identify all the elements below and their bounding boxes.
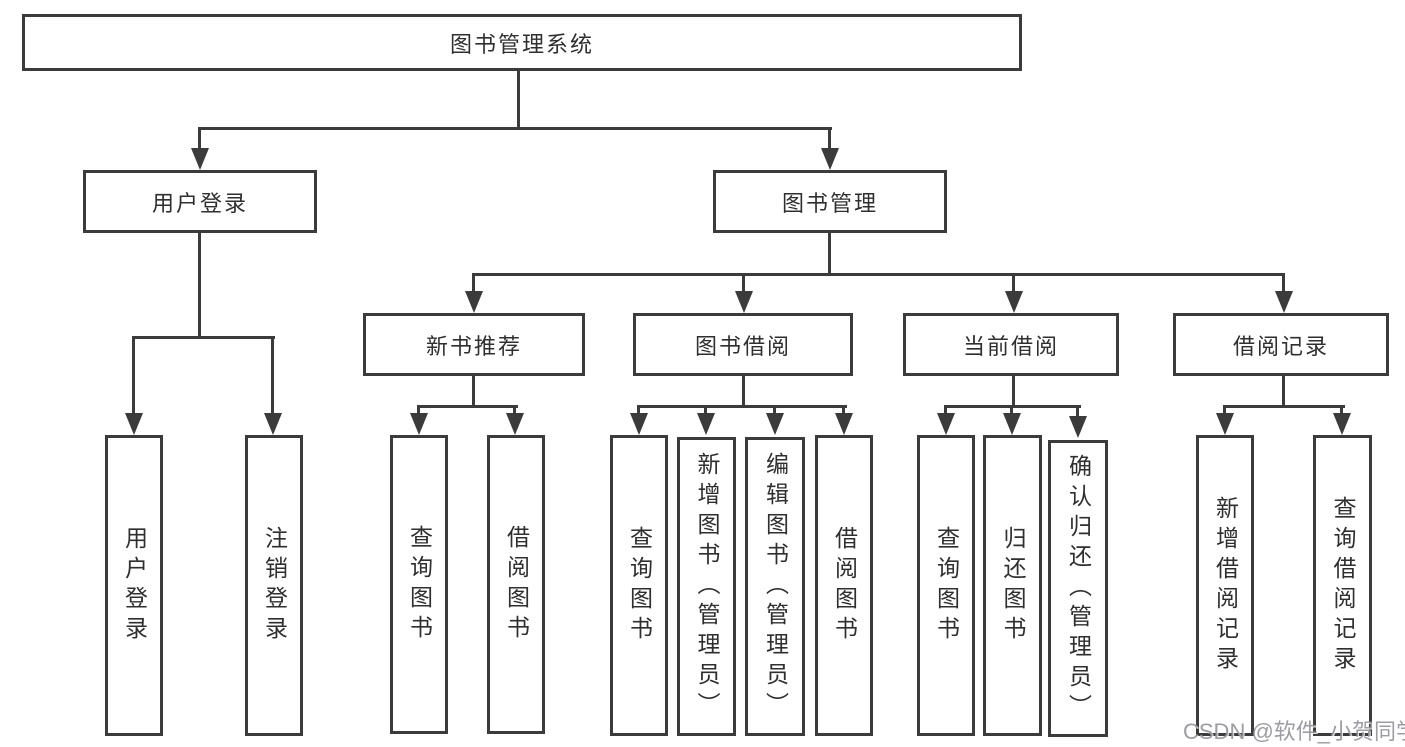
node-book-borrowing: 图书借阅 (633, 313, 853, 376)
leaf-query-borrow-record: 查询借阅记录 (1313, 435, 1372, 736)
connector-borrowing-drop-3 (773, 405, 776, 416)
connector-bookmgmt-drop-2 (742, 273, 745, 294)
arrow-to-add-record (1216, 413, 1234, 435)
connector-userlogin-drop-1 (132, 336, 135, 415)
arrow-to-current-borrowing (1005, 291, 1023, 313)
connector-root-bar (198, 127, 832, 130)
leaf-user-login: 用户登录 (105, 435, 163, 736)
connector-newbook-drop-2 (513, 405, 516, 416)
connector-root-drop-right (828, 127, 831, 151)
arrow-to-borrowing-records (1275, 291, 1293, 313)
connector-userlogin-drop-2 (271, 336, 274, 415)
leaf-return-books: 归还图书 (983, 435, 1042, 736)
leaf-logout: 注销登录 (245, 435, 303, 736)
arrow-to-confirm-return (1069, 416, 1087, 438)
connector-borrowing-bar (637, 405, 847, 408)
leaf-edit-books-admin: 编辑图书（管理员） (745, 437, 805, 736)
connector-current-drop-3 (1076, 405, 1079, 418)
connector-current-stub (1012, 376, 1015, 407)
node-borrowing-records-label: 借阅记录 (1232, 333, 1329, 359)
arrow-to-borrow-query (630, 413, 648, 435)
leaf-current-query-books: 查询图书 (917, 435, 975, 736)
leaf-return-books-label: 归还图书 (1000, 525, 1026, 646)
connector-bookmgmt-bar (472, 273, 1285, 276)
arrow-to-leaf-user-login (125, 413, 143, 435)
leaf-add-borrow-record: 新增借阅记录 (1196, 435, 1254, 736)
node-library-system: 图书管理系统 (22, 14, 1022, 71)
leaf-query-borrow-record-label: 查询借阅记录 (1330, 495, 1356, 676)
connector-records-drop-2 (1340, 405, 1343, 416)
leaf-confirm-return-admin: 确认归还（管理员） (1048, 440, 1108, 737)
connector-current-drop-2 (1010, 405, 1013, 416)
arrow-to-return-books (1003, 413, 1021, 435)
arrow-to-edit-books (766, 413, 784, 435)
connector-records-bar (1223, 405, 1345, 408)
arrow-to-new-book-recommendation (465, 291, 483, 313)
leaf-borrow-query-books: 查询图书 (610, 435, 668, 736)
leaf-current-query-books-label: 查询图书 (933, 525, 960, 646)
connector-bookmgmt-drop-1 (472, 273, 475, 294)
leaf-confirm-return-admin-label: 确认归还（管理员） (1065, 453, 1092, 724)
connector-root-drop-left (198, 127, 201, 151)
leaf-user-login-label: 用户登录 (121, 525, 148, 646)
leaf-borrow-borrow-books: 借阅图书 (815, 435, 873, 736)
leaf-borrow-borrow-books-label: 借阅图书 (831, 525, 858, 646)
connector-borrowing-drop-4 (842, 405, 845, 416)
connector-bookmgmt-drop-3 (1012, 273, 1015, 294)
connector-newbook-bar (417, 405, 518, 408)
arrow-to-newbook-borrow (506, 413, 524, 435)
csdn-watermark: CSDN @软件_小贺同学 (1183, 719, 1405, 744)
connector-userlogin-stub (198, 232, 201, 338)
leaf-newbook-borrow-books-label: 借阅图书 (503, 524, 530, 645)
leaf-edit-books-admin-label: 编辑图书（管理员） (762, 451, 789, 722)
arrow-to-add-books (697, 413, 715, 435)
node-book-management: 图书管理 (713, 170, 947, 233)
arrow-to-leaf-logout (264, 413, 282, 435)
leaf-add-books-admin-label: 新增图书（管理员） (694, 451, 720, 722)
node-current-borrowing-label: 当前借阅 (962, 333, 1059, 359)
arrow-to-newbook-query (410, 413, 428, 435)
leaf-logout-label: 注销登录 (261, 525, 288, 646)
connector-bookmgmt-drop-4 (1282, 273, 1285, 294)
connector-borrowing-drop-2 (704, 405, 707, 416)
arrow-to-borrow-books (835, 413, 853, 435)
node-current-borrowing: 当前借阅 (903, 313, 1119, 376)
leaf-newbook-query-books: 查询图书 (390, 435, 448, 734)
node-user-login-label: 用户登录 (151, 190, 248, 216)
leaf-newbook-borrow-books: 借阅图书 (487, 435, 545, 734)
connector-newbook-stub (472, 376, 475, 407)
node-new-book-recommendation: 新书推荐 (363, 313, 585, 376)
connector-userlogin-bar (132, 336, 275, 339)
arrow-to-query-record (1333, 413, 1351, 435)
node-book-borrowing-label: 图书借阅 (694, 333, 791, 359)
connector-borrowing-drop-1 (637, 405, 640, 416)
node-library-system-label: 图书管理系统 (449, 31, 594, 57)
leaf-add-borrow-record-label: 新增借阅记录 (1212, 495, 1239, 676)
connector-newbook-drop-1 (417, 405, 420, 416)
arrow-to-current-query (937, 413, 955, 435)
connector-records-stub (1282, 376, 1285, 407)
connector-records-drop-1 (1223, 405, 1226, 416)
leaf-newbook-query-books-label: 查询图书 (406, 524, 433, 645)
node-book-management-label: 图书管理 (781, 190, 878, 216)
connector-borrowing-stub (742, 376, 745, 407)
connector-current-drop-1 (944, 405, 947, 416)
arrow-to-book-borrowing (735, 291, 753, 313)
node-new-book-recommendation-label: 新书推荐 (425, 333, 522, 359)
arrow-to-user-login (191, 148, 209, 170)
leaf-borrow-query-books-label: 查询图书 (626, 525, 653, 646)
arrow-to-book-management (821, 148, 839, 170)
connector-root-stub (517, 71, 520, 128)
connector-bookmgmt-stub (828, 232, 831, 275)
node-borrowing-records: 借阅记录 (1173, 313, 1389, 376)
leaf-add-books-admin: 新增图书（管理员） (677, 437, 736, 736)
node-user-login: 用户登录 (83, 170, 317, 233)
